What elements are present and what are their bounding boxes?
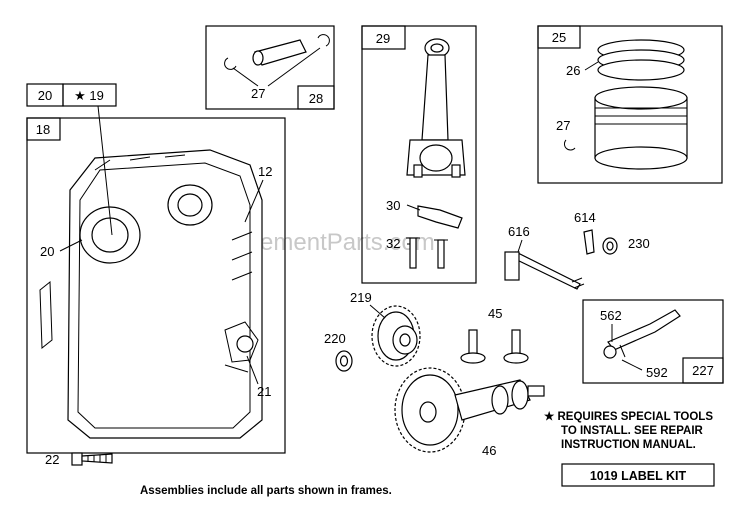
callout-12: 12: [258, 164, 272, 179]
bolt-22: [71, 452, 113, 466]
piston-pin: [224, 34, 330, 70]
governor-shaft: [504, 251, 585, 290]
leader-27a: [232, 67, 259, 87]
camshaft: [394, 367, 545, 453]
crankcase-cover: [39, 149, 263, 439]
piston-rings: [597, 39, 685, 81]
callout-614: 614: [574, 210, 596, 225]
special-tools-note-line-3: INSTRUCTION MANUAL.: [561, 439, 696, 451]
special-tools-note-line-2: TO INSTALL. SEE REPAIR: [561, 425, 704, 437]
frame-label-227: [682, 357, 724, 384]
frame-number-29: 29: [376, 31, 390, 46]
frame-label-28: [297, 85, 335, 110]
leader-219: [369, 304, 386, 319]
frame-28: [205, 25, 335, 110]
callout-22: 22: [45, 452, 59, 467]
frame-number-28: 28: [309, 91, 323, 106]
special-tools-note-line-1: ★ REQUIRES SPECIAL TOOLS: [544, 410, 713, 423]
frame-number-19: ★ 19: [74, 88, 104, 103]
leader-20: [59, 239, 83, 252]
leader-592: [621, 359, 643, 371]
callout-45: 45: [488, 306, 502, 321]
callout-32: 32: [386, 236, 400, 251]
leader-616: [517, 239, 523, 253]
frame-label-19: [62, 83, 117, 107]
callout-592: 592: [646, 365, 668, 380]
callout-219: 219: [350, 290, 372, 305]
leader-21: [246, 355, 259, 385]
callout-21: 21: [257, 384, 271, 399]
label-kit-box: [561, 463, 715, 487]
frame-227: [582, 299, 724, 384]
callout-616: 616: [508, 224, 530, 239]
frame-number-20: 20: [38, 88, 52, 103]
callout-46: 46: [482, 443, 496, 458]
leader-30: [406, 204, 421, 211]
frame-number-227: 227: [692, 363, 714, 378]
callout-26: 26: [566, 63, 580, 78]
frame-label-25: [537, 25, 581, 49]
tappets: [460, 329, 529, 364]
leader-19: [97, 105, 113, 236]
callout-27-piston-clip: 27: [556, 118, 570, 133]
frame-25: [537, 25, 723, 184]
frame-label-29: [361, 25, 406, 50]
piston: [594, 86, 688, 170]
washer-220: [335, 350, 353, 372]
frame-number-18: 18: [36, 122, 50, 137]
callout-20: 20: [40, 244, 54, 259]
callout-30: 30: [386, 198, 400, 213]
leader-12: [244, 179, 264, 223]
frame-label-18: [26, 117, 61, 141]
frame-number-25: 25: [552, 30, 566, 45]
callout-230: 230: [628, 236, 650, 251]
oil-dipper-and-bolts: [406, 205, 463, 269]
piston-pin-clip: [564, 139, 576, 151]
connecting-rod: [406, 38, 466, 178]
leader-26: [584, 61, 599, 71]
washer-230: [602, 237, 618, 255]
leader-27b: [267, 47, 321, 87]
callout-220: 220: [324, 331, 346, 346]
callout-27-pin-clip: 27: [251, 86, 265, 101]
frame-29: [361, 25, 477, 284]
governor-lever: [603, 309, 681, 359]
governor-gear: [371, 305, 421, 367]
frame-18: [26, 117, 286, 454]
assemblies-footnote: Assemblies include all parts shown in fr…: [140, 485, 392, 497]
label-kit-text: 1019 LABEL KIT: [590, 469, 687, 483]
governor-clip: [583, 229, 595, 255]
callout-562: 562: [600, 308, 622, 323]
